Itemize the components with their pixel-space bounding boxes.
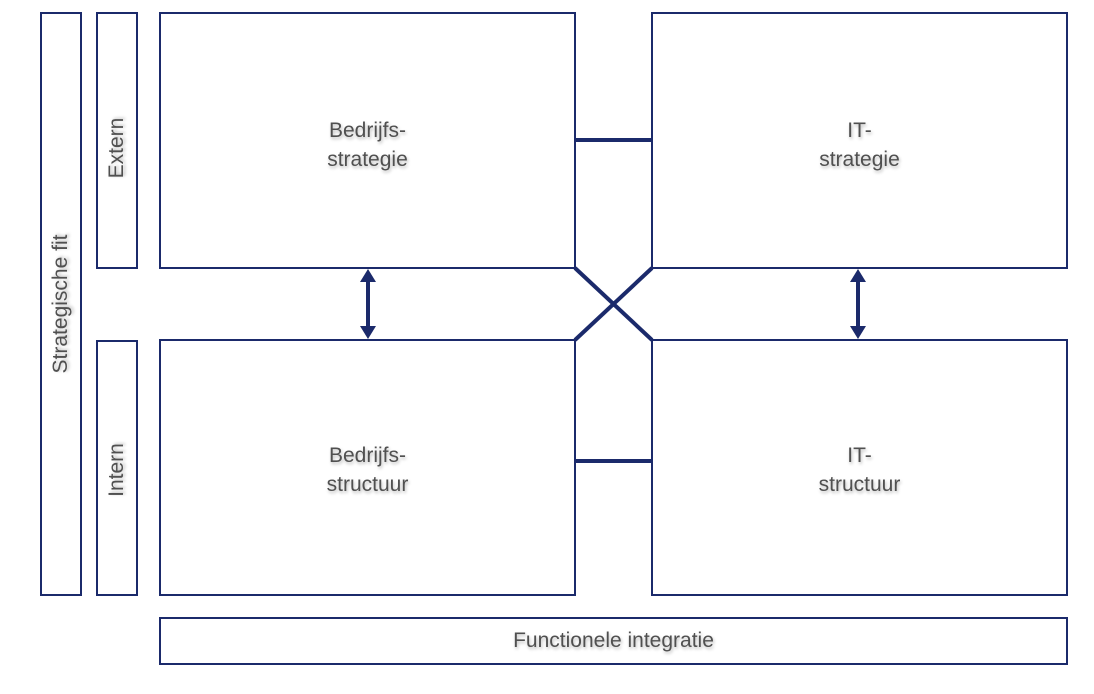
it-strategy-box: IT- strategie bbox=[651, 12, 1068, 269]
functional-integration-bar: Functionele integratie bbox=[159, 617, 1068, 665]
it-structure-line2: structuur bbox=[818, 473, 901, 496]
functional-integration-label: Functionele integratie bbox=[513, 629, 714, 652]
business-strategy-line1: Bedrijfs- bbox=[328, 119, 407, 142]
business-structure-line2: structuur bbox=[326, 473, 409, 496]
internal-bar: Intern bbox=[96, 340, 138, 596]
business-structure-box: Bedrijfs- structuur bbox=[159, 339, 576, 596]
business-strategy-label: Bedrijfs- strategie bbox=[161, 116, 574, 174]
business-structure-label: Bedrijfs- structuur bbox=[161, 441, 574, 499]
external-bar: Extern bbox=[96, 12, 138, 269]
business-strategy-box: Bedrijfs- strategie bbox=[159, 12, 576, 269]
it-structure-box: IT- structuur bbox=[651, 339, 1068, 596]
strategic-fit-bar: Strategische fit bbox=[40, 12, 82, 596]
it-structure-line1: IT- bbox=[847, 444, 872, 467]
it-strategy-line2: strategie bbox=[819, 148, 900, 171]
it-strategy-line1: IT- bbox=[847, 119, 872, 142]
business-structure-line1: Bedrijfs- bbox=[328, 444, 407, 467]
it-strategy-label: IT- strategie bbox=[653, 116, 1066, 174]
business-strategy-line2: strategie bbox=[327, 148, 408, 171]
it-structure-label: IT- structuur bbox=[653, 441, 1066, 499]
cross-link-line-2 bbox=[573, 266, 654, 342]
business-double-arrow bbox=[360, 269, 376, 339]
it-double-arrow bbox=[850, 269, 866, 339]
